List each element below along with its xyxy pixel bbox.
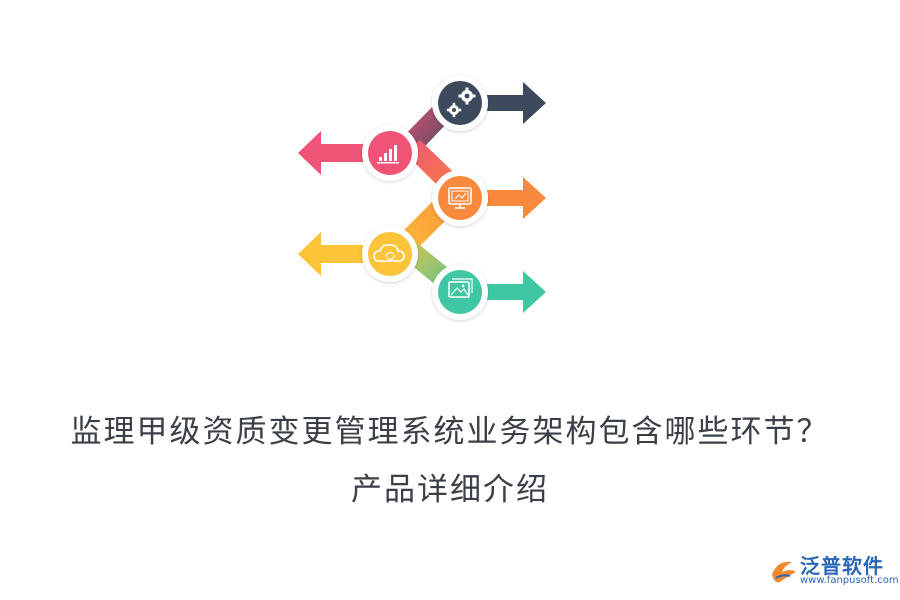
cloud-sync-icon xyxy=(373,244,405,262)
arrow-left-2 xyxy=(298,131,368,175)
step-2-node xyxy=(362,125,418,181)
step-5-node xyxy=(432,264,488,320)
image-gallery-icon xyxy=(448,278,473,298)
presentation-icon xyxy=(448,187,472,209)
bar-chart-icon xyxy=(377,145,399,164)
gears-icon xyxy=(446,87,476,118)
arrows xyxy=(298,82,546,313)
arrow-right-1 xyxy=(480,82,546,124)
brand-name: 泛普软件 xyxy=(800,554,884,578)
arrow-left-4 xyxy=(298,232,368,276)
step-1-node xyxy=(432,75,488,131)
arrow-right-5 xyxy=(480,271,546,313)
brand-url: www.fanpusoft.com xyxy=(800,575,899,586)
arrow-right-3 xyxy=(480,177,546,219)
step-3-node xyxy=(432,170,488,226)
page-title: 监理甲级资质变更管理系统业务架构包含哪些环节？ xyxy=(70,414,830,450)
step-4-node xyxy=(362,226,418,282)
page-subtitle: 产品详细介绍 xyxy=(351,472,549,508)
brand-logo-icon xyxy=(772,561,796,583)
